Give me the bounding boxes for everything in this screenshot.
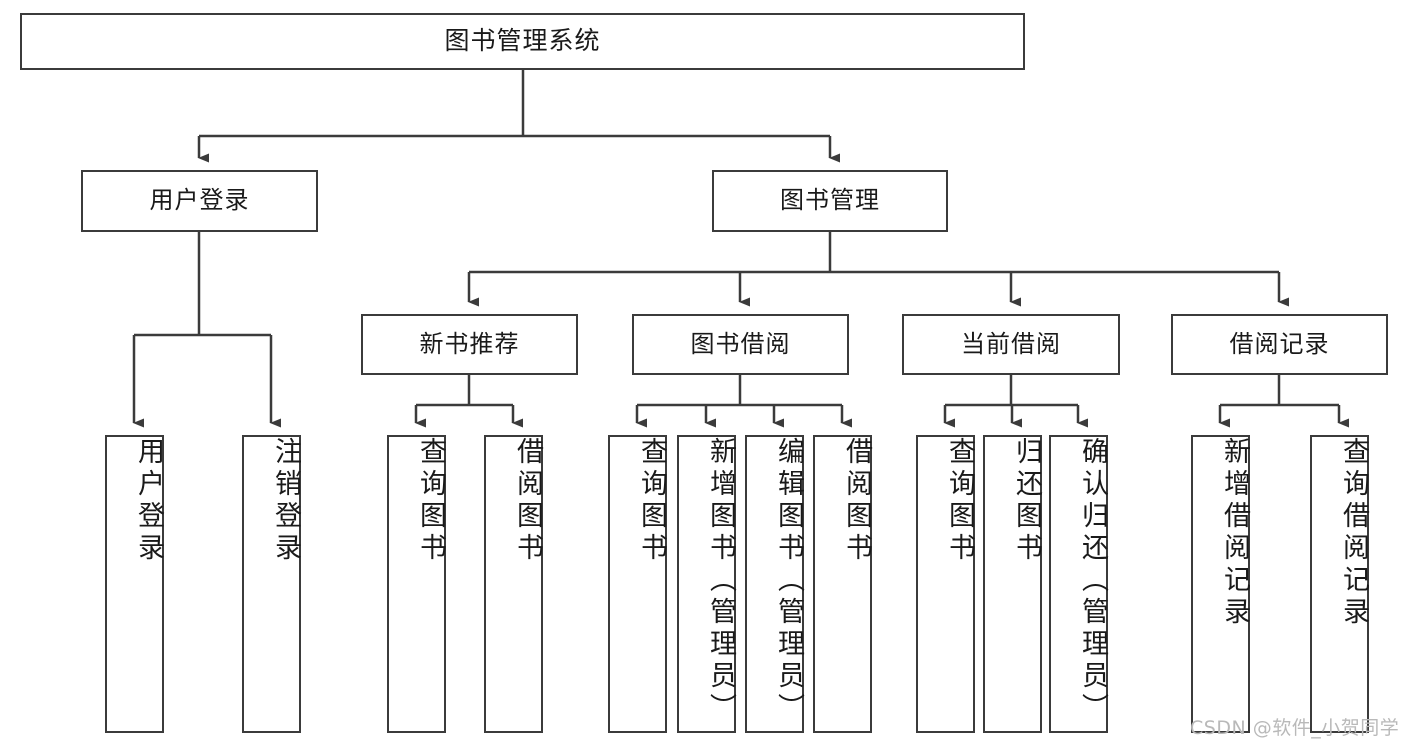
node-book-borrow[interactable]: 图书借阅	[632, 314, 849, 375]
node-leaf-query-record-label: 查询借阅记录	[1338, 437, 1369, 629]
node-current-borrow-label: 当前借阅	[961, 329, 1061, 358]
node-leaf-return-book[interactable]: 归还图书	[983, 435, 1042, 733]
node-leaf-borrow-book-rec-label: 借阅图书	[512, 437, 543, 565]
csdn-watermark: CSDN @软件_小贺同学	[1190, 717, 1400, 739]
node-leaf-logout[interactable]: 注销登录	[242, 435, 301, 733]
node-book-manage-label: 图书管理	[780, 186, 880, 215]
node-borrow-record-label: 借阅记录	[1229, 329, 1330, 358]
node-root[interactable]: 图书管理系统	[20, 13, 1025, 70]
node-leaf-confirm-return[interactable]: 确认归还（管理员）	[1049, 435, 1108, 733]
node-book-borrow-label: 图书借阅	[690, 329, 791, 358]
node-leaf-borrow-book[interactable]: 借阅图书	[813, 435, 872, 733]
node-leaf-borrow-book-rec[interactable]: 借阅图书	[484, 435, 543, 733]
node-book-manage[interactable]: 图书管理	[712, 170, 948, 232]
node-leaf-confirm-return-label: 确认归还（管理员）	[1077, 437, 1108, 725]
node-user-login[interactable]: 用户登录	[81, 170, 318, 232]
node-leaf-add-book-label: 新增图书（管理员）	[705, 437, 736, 725]
node-leaf-query-book-label: 查询图书	[636, 437, 667, 565]
node-root-label: 图书管理系统	[444, 26, 601, 56]
node-leaf-return-book-label: 归还图书	[1011, 437, 1042, 565]
node-leaf-query-book-rec[interactable]: 查询图书	[387, 435, 446, 733]
node-leaf-add-record-label: 新增借阅记录	[1219, 437, 1250, 629]
node-leaf-add-book[interactable]: 新增图书（管理员）	[677, 435, 736, 733]
node-leaf-query-book[interactable]: 查询图书	[608, 435, 667, 733]
node-new-book-rec[interactable]: 新书推荐	[361, 314, 578, 375]
node-leaf-borrow-book-label: 借阅图书	[841, 437, 872, 565]
node-leaf-logout-label: 注销登录	[270, 437, 301, 565]
node-user-login-label: 用户登录	[149, 186, 250, 215]
node-leaf-user-login-label: 用户登录	[133, 437, 164, 565]
node-leaf-query-book-cur-label: 查询图书	[944, 437, 975, 565]
node-new-book-rec-label: 新书推荐	[419, 329, 520, 358]
node-leaf-query-record[interactable]: 查询借阅记录	[1310, 435, 1369, 733]
node-leaf-edit-book-label: 编辑图书（管理员）	[773, 437, 804, 725]
node-leaf-add-record[interactable]: 新增借阅记录	[1191, 435, 1250, 733]
node-borrow-record[interactable]: 借阅记录	[1171, 314, 1388, 375]
node-leaf-query-book-cur[interactable]: 查询图书	[916, 435, 975, 733]
node-leaf-user-login[interactable]: 用户登录	[105, 435, 164, 733]
node-leaf-query-book-rec-label: 查询图书	[415, 437, 446, 565]
node-current-borrow[interactable]: 当前借阅	[902, 314, 1120, 375]
node-leaf-edit-book[interactable]: 编辑图书（管理员）	[745, 435, 804, 733]
